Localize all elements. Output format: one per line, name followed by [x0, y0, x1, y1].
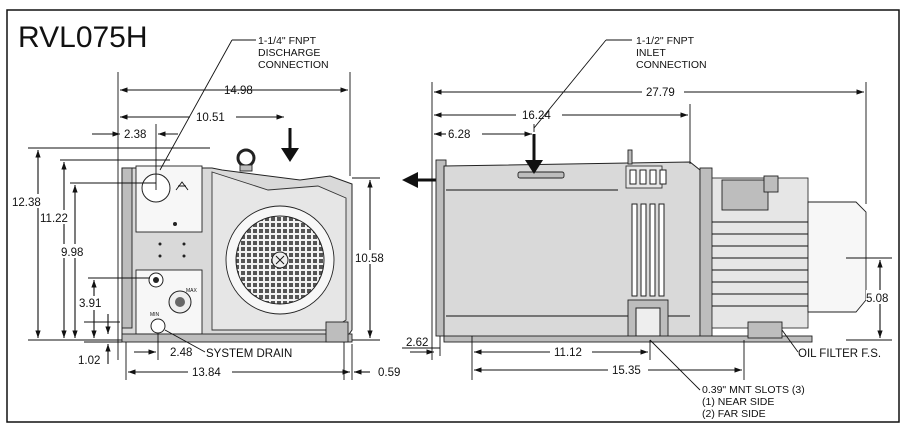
- oil-filter-label: OIL FILTER F.S.: [798, 348, 881, 360]
- side-base: [443, 335, 813, 343]
- dim-0-59: 0.59: [378, 367, 400, 379]
- dim-13-84: 13.84: [192, 367, 221, 379]
- front-base: [121, 333, 353, 343]
- slots-note-1: 0.39" MNT SLOTS (3): [702, 384, 805, 396]
- side-plate: [121, 167, 133, 329]
- dim-2-48: 2.48: [170, 347, 192, 359]
- dim-5-08: 5.08: [866, 293, 888, 305]
- inlet-flange: [517, 171, 565, 179]
- motor-fan-cover: [807, 201, 867, 313]
- discharge-note-3: CONNECTION: [258, 59, 329, 71]
- dim-2-62: 2.62: [406, 337, 428, 349]
- inlet-note-2: INLET: [636, 47, 666, 59]
- slots-note-3: (2) FAR SIDE: [702, 408, 766, 420]
- dim-12-38: 12.38: [12, 197, 41, 209]
- inlet-note-1: 1-1/2" FNPT: [636, 35, 695, 47]
- dim-10-51: 10.51: [196, 112, 225, 124]
- system-drain-label: SYSTEM DRAIN: [206, 348, 292, 360]
- dim-1-02: 1.02: [78, 355, 100, 367]
- oil-filter: [747, 321, 783, 339]
- dim-11-12: 11.12: [554, 347, 582, 359]
- coupling: [699, 167, 713, 339]
- front-view: MAX MIN 14.98 10.51 2.38 12.38 11.22: [12, 35, 400, 380]
- model-title: RVL075H: [18, 21, 148, 54]
- inlet-note-3: CONNECTION: [636, 59, 707, 71]
- side-view: 27.79 16.24 6.28 2.62 11.12 15.35 5.08: [402, 35, 896, 420]
- dim-14-98: 14.98: [224, 85, 253, 97]
- dim-6-28: 6.28: [448, 129, 470, 141]
- discharge-panel: [135, 165, 203, 233]
- dim-27-79: 27.79: [646, 87, 675, 99]
- discharge-note-2: DISCHARGE: [258, 47, 320, 59]
- dim-9-98: 9.98: [61, 247, 83, 259]
- vent-slots: [631, 203, 665, 297]
- discharge-note-1: 1-1/4" FNPT: [258, 35, 317, 47]
- dim-2-38: 2.38: [124, 129, 146, 141]
- drain-plug: [150, 318, 166, 334]
- dim-11-22: 11.22: [40, 213, 68, 225]
- svg-text:MIN: MIN: [150, 312, 160, 318]
- dim-15-35: 15.35: [612, 365, 641, 377]
- dim-10-58: 10.58: [355, 253, 384, 265]
- dim-3-91: 3.91: [79, 298, 101, 310]
- svg-text:MAX: MAX: [186, 288, 198, 294]
- slots-note-2: (1) NEAR SIDE: [702, 396, 774, 408]
- dim-16-24: 16.24: [522, 110, 551, 122]
